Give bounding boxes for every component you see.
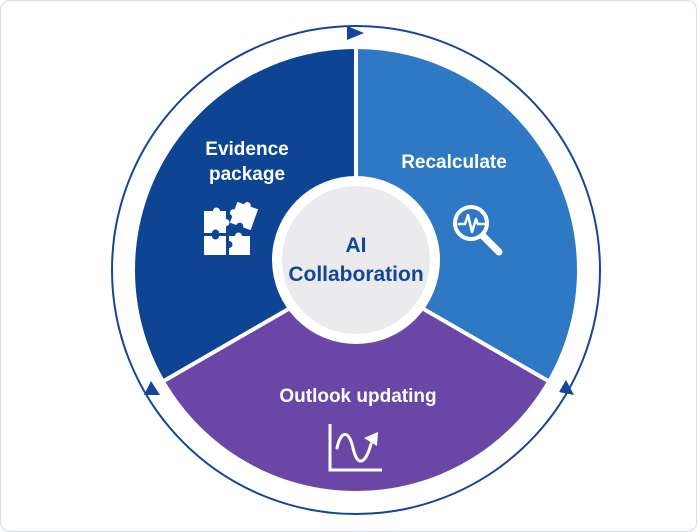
magnifier-pulse-icon — [453, 205, 503, 256]
recalculate-label: Recalculate — [401, 152, 507, 173]
ring-arrow-right — [559, 380, 574, 395]
evidence-label-line1: Evidence — [205, 139, 288, 160]
ring-arrow-top — [347, 26, 364, 40]
evidence-label-line2: package — [209, 164, 285, 185]
outer-ring — [111, 25, 601, 515]
outlook-updating-label: Outlook updating — [279, 386, 436, 407]
center-label-line2: Collaboration — [288, 263, 423, 286]
center-label-line1: AI — [346, 234, 367, 257]
ring-arrow-left — [144, 381, 160, 395]
puzzle-icon — [204, 201, 259, 255]
center-hub — [282, 186, 430, 334]
wave-chart-icon — [328, 424, 382, 472]
